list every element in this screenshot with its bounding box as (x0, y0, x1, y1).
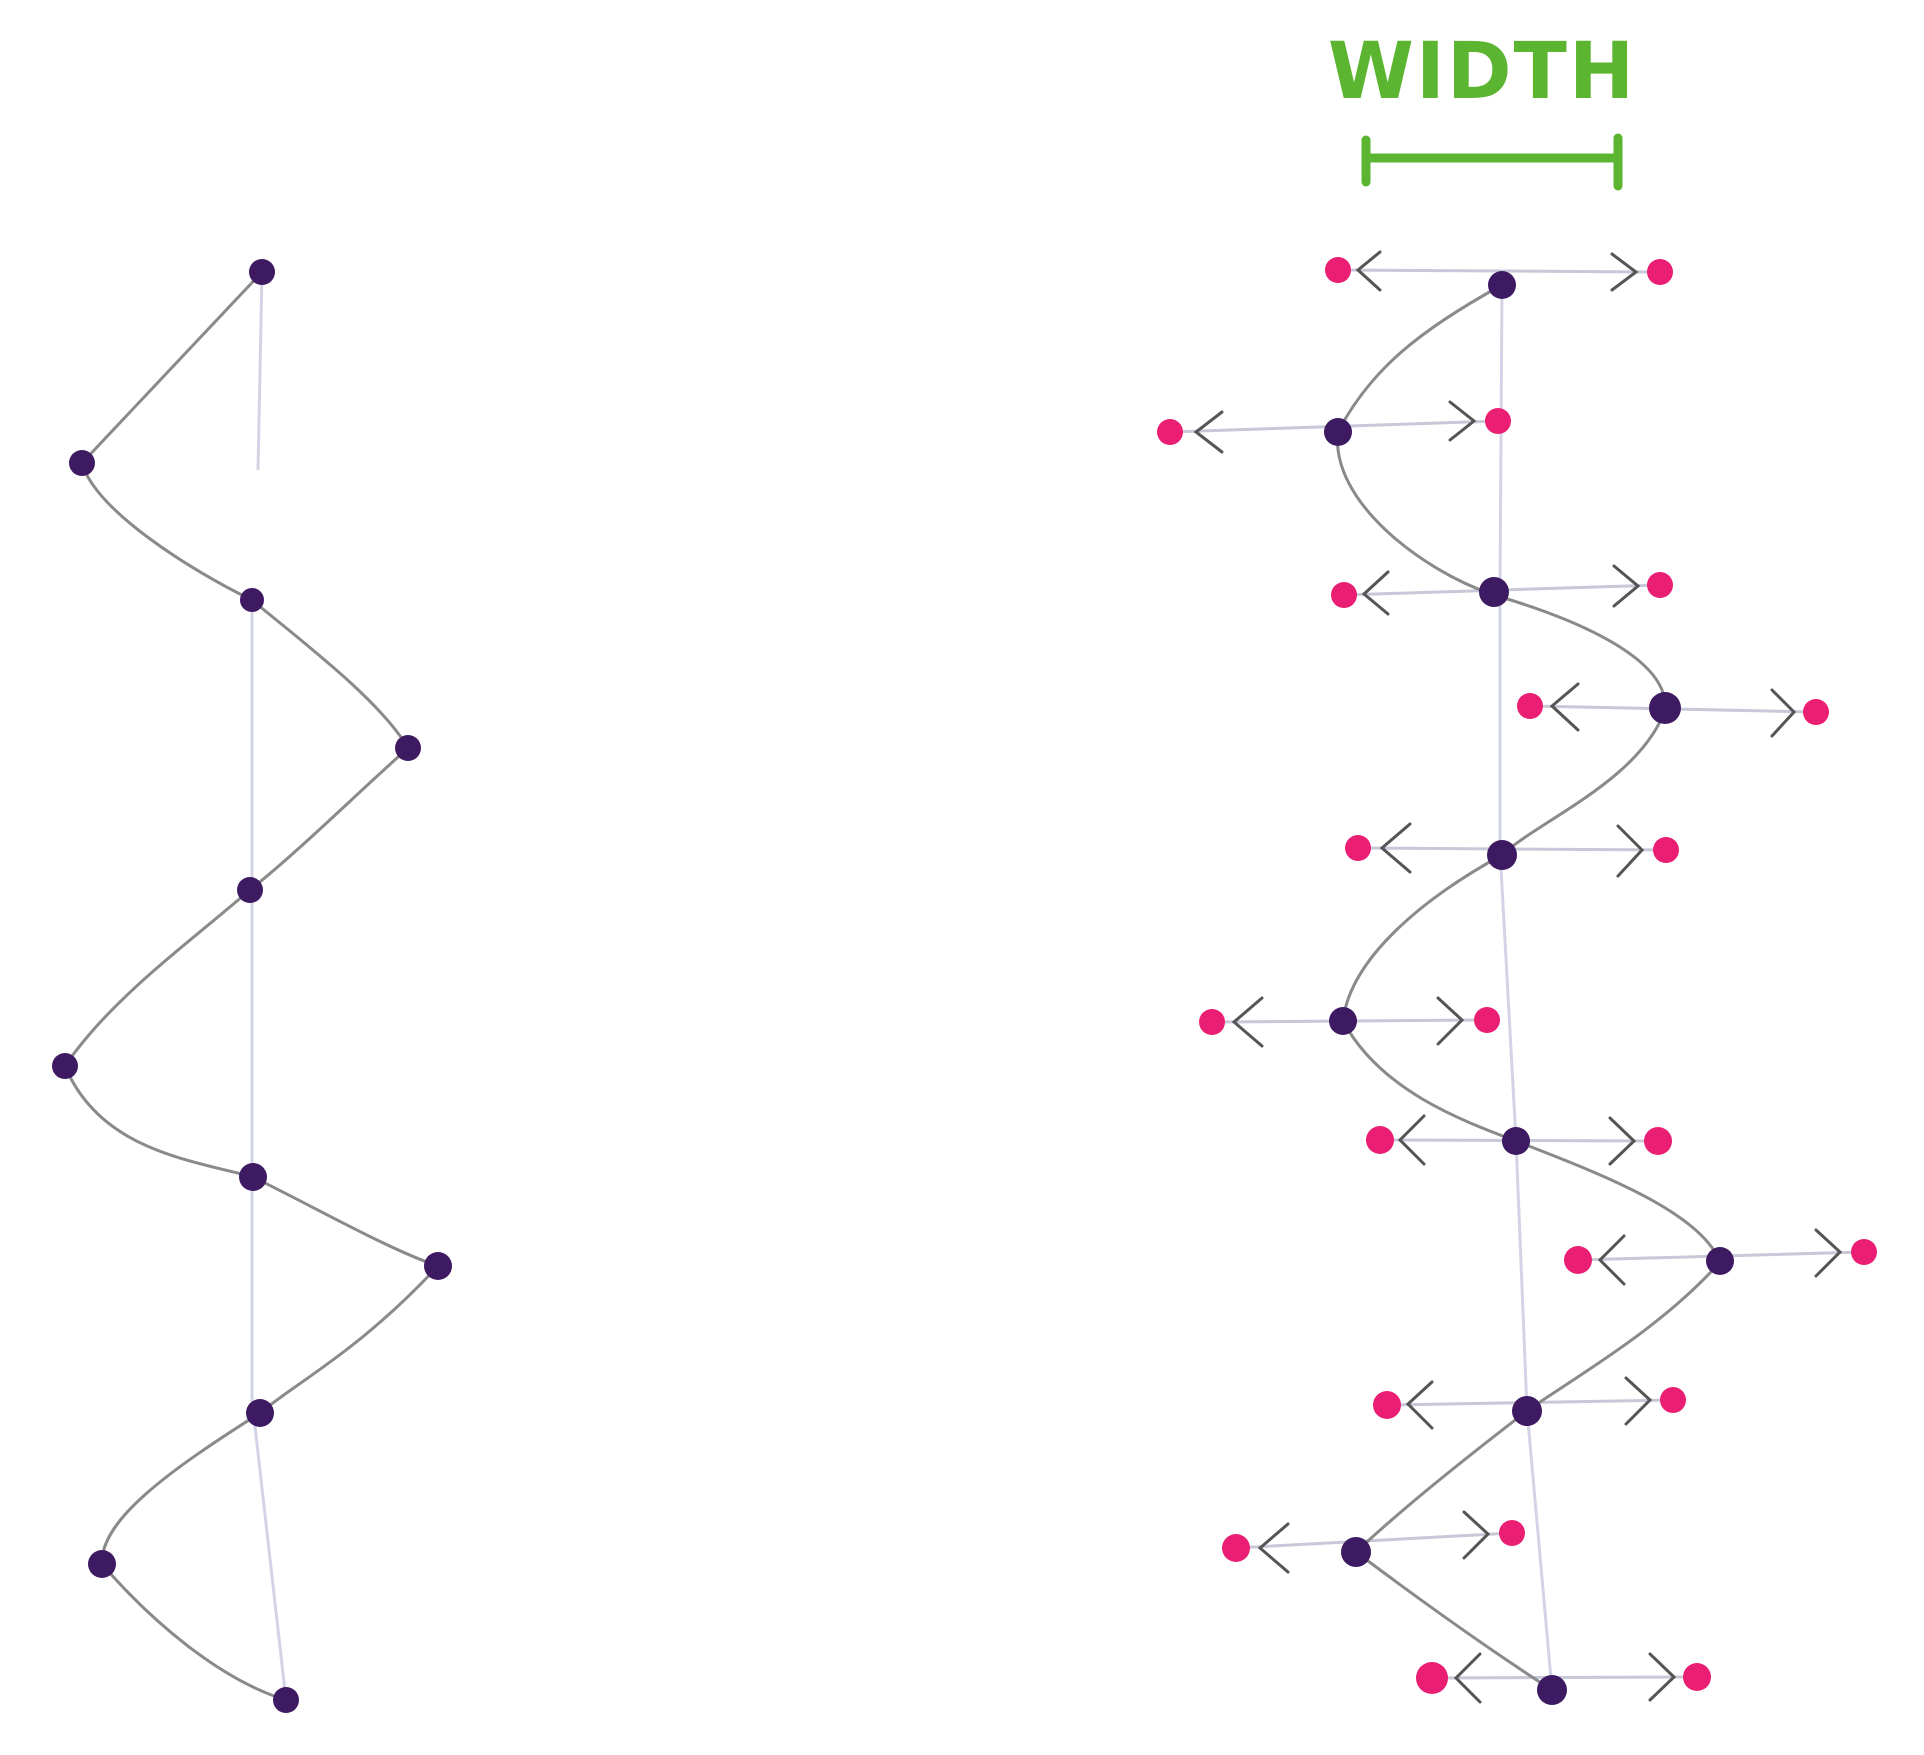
arrow-icon (1379, 822, 1412, 874)
left-node (88, 1550, 116, 1578)
offset-point (1660, 1387, 1686, 1413)
arrow-icon (1549, 682, 1580, 732)
offset-point (1157, 419, 1183, 445)
curve-node (1537, 1675, 1567, 1705)
left-node (69, 450, 95, 476)
offset-point (1345, 835, 1371, 861)
left-axis-line (250, 271, 288, 1701)
left-node (246, 1399, 274, 1427)
arrow-icon (1361, 570, 1390, 616)
arrow-icon (1597, 1234, 1626, 1286)
offset-point (1564, 1246, 1592, 1274)
arrow-icon (1610, 252, 1639, 292)
offset-point (1803, 699, 1829, 725)
right-zigzag-curve (1336, 283, 1722, 1692)
offset-point (1416, 1662, 1448, 1694)
arrow-icon (1616, 824, 1645, 878)
curve-node (1487, 840, 1517, 870)
arrow-icon (1405, 1380, 1434, 1430)
arrow-icon (1624, 1376, 1653, 1426)
width-label: WIDTH (1328, 27, 1636, 117)
arrow-icon (1608, 1116, 1637, 1166)
arrow-icon (1612, 564, 1641, 608)
width-bar (1361, 133, 1623, 191)
arrow-icon (1648, 1652, 1677, 1702)
offset-point (1222, 1534, 1250, 1562)
arrow-icon (1448, 400, 1477, 442)
offset-points (1157, 257, 1877, 1694)
arrow-icon (1257, 1522, 1290, 1574)
offset-point (1373, 1391, 1401, 1419)
offset-point (1851, 1239, 1877, 1265)
left-zigzag-curve (63, 270, 441, 1702)
curve-node (1488, 271, 1516, 299)
offset-point (1199, 1009, 1225, 1035)
offset-point (1647, 259, 1673, 285)
offset-point (1485, 408, 1511, 434)
curve-node (1512, 1396, 1542, 1426)
offset-point (1517, 693, 1543, 719)
curve-node (1329, 1007, 1357, 1035)
left-node (273, 1687, 299, 1713)
offset-lines (1169, 268, 1865, 1680)
offset-point (1499, 1520, 1525, 1546)
arrow-icon (1436, 996, 1465, 1046)
left-node (52, 1053, 78, 1079)
offset-point (1474, 1007, 1500, 1033)
arrow-icon (1193, 410, 1224, 454)
curve-node (1502, 1127, 1530, 1155)
curve-node (1341, 1537, 1371, 1567)
arrow-icon (1770, 688, 1797, 738)
original-curve-diagram (52, 259, 452, 1713)
offset-point (1331, 582, 1357, 608)
curve-node (1324, 418, 1352, 446)
offset-point (1644, 1127, 1672, 1155)
left-node (249, 259, 275, 285)
curve-nodes (1324, 271, 1734, 1705)
offset-point (1366, 1126, 1394, 1154)
offset-point (1647, 572, 1673, 598)
right-axis-line (1498, 284, 1554, 1691)
left-node (239, 1163, 267, 1191)
curve-node (1649, 692, 1681, 724)
arrow-icon (1355, 250, 1382, 292)
curve-node (1706, 1247, 1734, 1275)
offset-point (1683, 1663, 1711, 1691)
curve-node (1479, 577, 1509, 607)
width-marker: WIDTH (1328, 27, 1636, 191)
offset-point (1325, 257, 1351, 283)
offset-curve-diagram (1157, 250, 1877, 1705)
left-node (237, 877, 263, 903)
left-node (424, 1252, 452, 1280)
arrowheads (1193, 250, 1843, 1704)
left-nodes (52, 259, 452, 1713)
arrow-icon (1397, 1114, 1426, 1166)
left-node (240, 588, 264, 612)
left-node (395, 735, 421, 761)
offset-point (1653, 837, 1679, 863)
arrow-icon (1462, 1510, 1491, 1560)
arrow-icon (1231, 996, 1264, 1048)
arrow-icon (1814, 1228, 1843, 1278)
arrow-icon (1453, 1652, 1482, 1704)
